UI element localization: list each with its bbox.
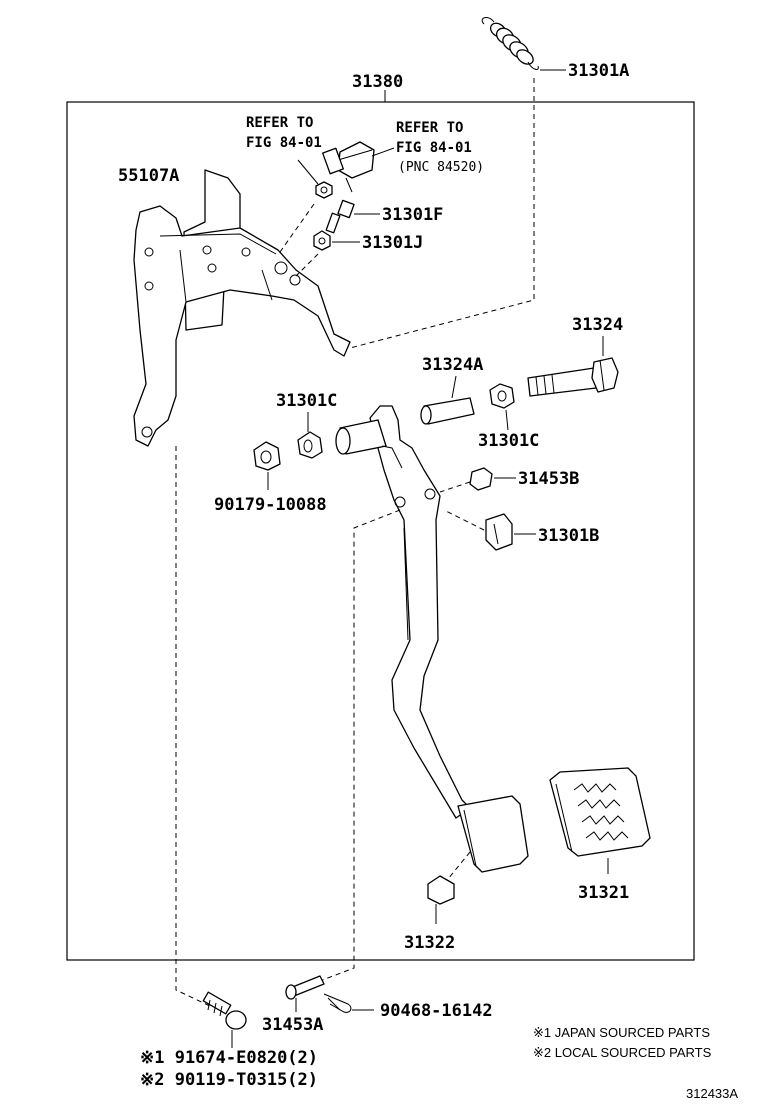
label-31301J: 31301J (362, 233, 423, 253)
leader-31301C-right (505, 409, 509, 431)
dash-switch-to-bracket (279, 203, 315, 253)
legend-line2: ※2 LOCAL SOURCED PARTS (533, 1045, 712, 1060)
pedal-pad[interactable] (457, 795, 529, 873)
label-31301B: 31301B (538, 526, 599, 546)
figure-id: 312433A (686, 1086, 738, 1101)
refer-right-line1: REFER TO (396, 120, 463, 136)
pin-31453A[interactable] (285, 975, 325, 1000)
clip-90468-16142[interactable] (323, 993, 352, 1013)
label-31453B: 31453B (518, 469, 579, 489)
bolt-note-line2: ※2 90119-T0315(2) (140, 1070, 318, 1090)
label-31453A: 31453A (262, 1015, 323, 1035)
refer-right-line3: (PNC 84520) (398, 160, 484, 175)
frame-label: 31380 (352, 72, 403, 92)
dash-cushion-to-arm (439, 481, 471, 493)
refer-left-line2: FIG 84-01 (246, 135, 322, 151)
leader-refer-left (297, 159, 319, 185)
collar-31324A[interactable] (420, 397, 475, 425)
switch-lock-nut[interactable] (315, 181, 333, 199)
label-31324A: 31324A (422, 355, 483, 375)
pedal-pad-cover-31321[interactable] (549, 767, 651, 857)
bolt-note-line1: ※1 91674-E0820(2) (140, 1048, 318, 1068)
leader-refer-right (371, 147, 395, 157)
dash-pad-to-plug (443, 851, 471, 885)
label-31322: 31322 (404, 933, 455, 953)
label-31301C-left: 31301C (276, 391, 337, 411)
bushing-31301C-right[interactable] (489, 383, 515, 409)
refer-right-line2: FIG 84-01 (396, 140, 472, 156)
bracket-bolt[interactable] (202, 991, 247, 1030)
label-90468: 90468-16142 (380, 1001, 493, 1021)
label-55107A: 55107A (118, 166, 179, 186)
plug-31322[interactable] (427, 875, 455, 905)
nut-90179-10088[interactable] (253, 441, 281, 471)
pedal-bolt-31324[interactable] (527, 357, 619, 397)
label-31324: 31324 (572, 315, 623, 335)
stopper-31301B[interactable] (485, 513, 513, 551)
refer-left-line1: REFER TO (246, 115, 313, 131)
label-90179: 90179-10088 (214, 495, 327, 515)
label-31301F: 31301F (382, 205, 443, 225)
label-31301A: 31301A (568, 61, 629, 81)
label-31321: 31321 (578, 883, 629, 903)
bolt-31301F[interactable] (325, 199, 355, 234)
dash-arm-to-pin (311, 509, 401, 985)
leader-31324A (451, 375, 457, 399)
pedal-bracket-55107A[interactable] (133, 169, 351, 447)
dash-spring-to-arm (349, 78, 535, 349)
label-31301C-right: 31301C (478, 431, 539, 451)
dash-bracket-to-bolt (175, 446, 211, 1007)
legend-line1: ※1 JAPAN SOURCED PARTS (533, 1025, 710, 1040)
brake-pedal-arm[interactable] (335, 405, 471, 819)
assembly-frame (66, 101, 695, 961)
bushing-31301C-left[interactable] (297, 431, 323, 459)
return-spring-31301A[interactable] (481, 17, 539, 70)
nut-31301J[interactable] (313, 230, 331, 251)
dash-stopper-to-arm (443, 509, 485, 531)
stop-lamp-switch[interactable] (322, 141, 375, 193)
cushion-31453B[interactable] (469, 467, 493, 491)
